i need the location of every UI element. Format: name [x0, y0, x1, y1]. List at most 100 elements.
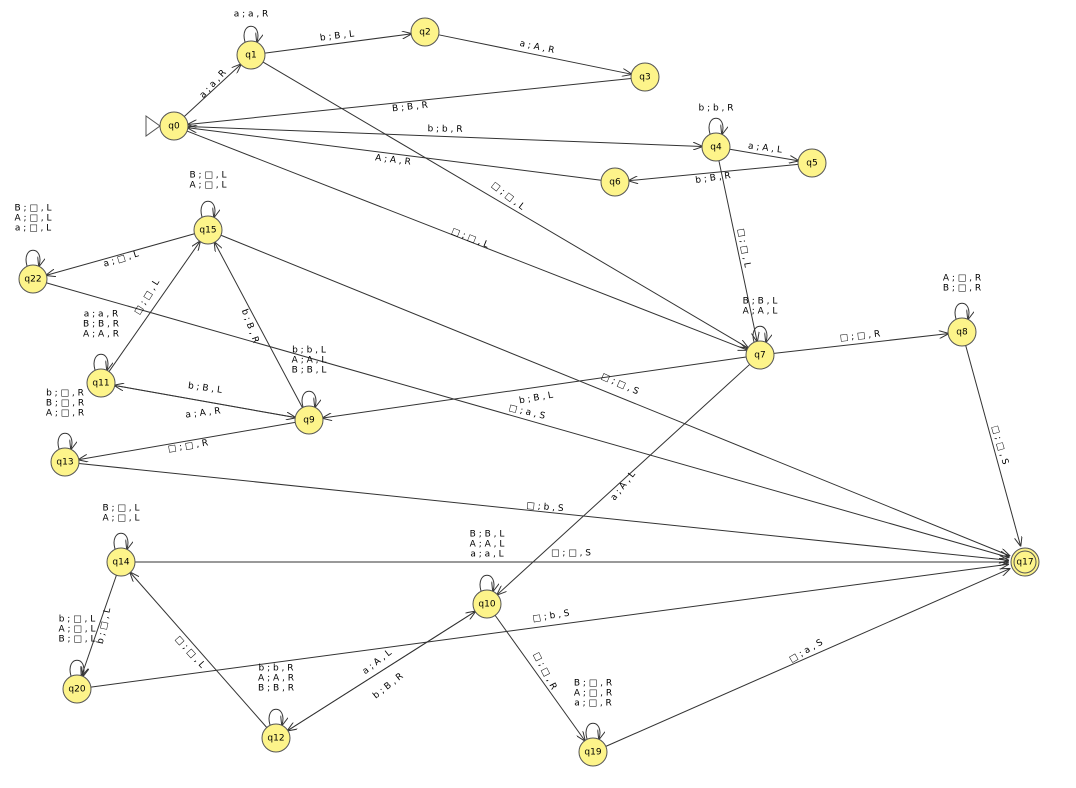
edge-labels-q4-q5: a ; A , L [747, 141, 782, 155]
state-q22[interactable]: q22 [18, 264, 48, 294]
transition-q15-q17[interactable] [220, 234, 1009, 555]
state-q19[interactable]: q19 [578, 737, 608, 767]
transition-q12-q10[interactable] [287, 612, 475, 731]
state-q11[interactable]: q11 [86, 368, 116, 398]
transition-q5-q6[interactable] [629, 163, 799, 180]
transition-q7-q9[interactable] [323, 356, 747, 418]
transition-label: B ; B , R [392, 101, 429, 115]
state-circle[interactable] [62, 674, 92, 704]
transition-q22-q17[interactable] [46, 282, 1008, 557]
state-q2[interactable]: q2 [410, 17, 440, 47]
transition-q0-q1[interactable] [183, 64, 240, 117]
self-loop-q9[interactable] [301, 390, 316, 407]
state-circle[interactable] [410, 17, 440, 47]
state-label: q14 [112, 558, 129, 568]
state-circle[interactable] [947, 317, 977, 347]
state-q5[interactable]: q5 [797, 148, 827, 178]
state-circle[interactable] [630, 62, 660, 92]
state-label: q2 [419, 28, 430, 38]
state-circle[interactable] [472, 589, 502, 619]
transition-q9-q15[interactable] [215, 242, 303, 408]
transition-q12-q14[interactable] [130, 573, 268, 728]
state-q10[interactable]: q10 [472, 589, 502, 619]
transition-q0-q4[interactable] [187, 126, 702, 147]
transition-q8-q17[interactable] [965, 345, 1021, 546]
state-circle[interactable] [261, 723, 291, 753]
state-circle[interactable] [193, 215, 223, 245]
state-q14[interactable]: q14 [106, 547, 136, 577]
transition-label: b ; B , R [371, 672, 405, 702]
state-circle[interactable] [106, 547, 136, 577]
self-loop-q20[interactable] [69, 659, 84, 676]
self-loop-q10[interactable] [479, 574, 494, 591]
state-q8[interactable]: q8 [947, 317, 977, 347]
transition-label: □ ; □ , S [551, 549, 591, 559]
state-label: q17 [1016, 558, 1033, 568]
state-circle[interactable] [50, 447, 80, 477]
state-q7[interactable]: q7 [745, 340, 775, 370]
self-loop-q4[interactable] [708, 117, 723, 134]
state-circle[interactable] [236, 40, 266, 70]
state-q20[interactable]: q20 [62, 674, 92, 704]
state-circle[interactable] [701, 132, 731, 162]
self-loop-q19[interactable] [585, 722, 600, 739]
transition-q4-q5[interactable] [729, 148, 798, 160]
transition-q4-q7[interactable] [718, 160, 757, 342]
state-circle[interactable] [1010, 547, 1040, 577]
state-q3[interactable]: q3 [630, 62, 660, 92]
transition-q3-q0[interactable] [188, 77, 632, 124]
transition-q11-q15[interactable] [108, 241, 200, 372]
transition-q14-q20[interactable] [82, 575, 117, 676]
transition-label: a ; □ , R [574, 699, 612, 709]
transition-q10-q19[interactable] [494, 615, 585, 740]
transition-q13-q17[interactable] [78, 462, 1008, 560]
transition-q1-q7[interactable] [262, 61, 748, 348]
state-circle[interactable] [18, 264, 48, 294]
transition-q20-q17[interactable] [90, 564, 1008, 688]
state-label: q15 [199, 226, 216, 236]
transition-label: B ; □ , R [574, 679, 612, 689]
transition-label: B ; □ , L [14, 204, 51, 214]
state-q4[interactable]: q4 [701, 132, 731, 162]
transition-q1-q2[interactable] [264, 34, 411, 54]
transition-q7-q8[interactable] [773, 334, 948, 354]
edge-labels-q8-q17: □ ; □ , S [989, 425, 1010, 467]
transition-q11-q9[interactable] [114, 384, 295, 417]
transition-q0-q7[interactable] [186, 130, 747, 350]
state-q12[interactable]: q12 [261, 723, 291, 753]
state-circle[interactable] [745, 340, 775, 370]
state-circle[interactable] [86, 368, 116, 398]
self-loop-q13[interactable] [57, 432, 72, 449]
edge-labels-q1-q7: □ ; □ , L [489, 180, 526, 212]
state-circle[interactable] [294, 405, 324, 435]
state-circle[interactable] [159, 111, 189, 141]
state-q9[interactable]: q9 [294, 405, 324, 435]
transition-q6-q0[interactable] [188, 128, 602, 181]
state-q1[interactable]: q1 [236, 40, 266, 70]
transition-q15-q22[interactable] [46, 233, 195, 275]
self-loop-q22[interactable] [25, 249, 40, 266]
state-q15[interactable]: q15 [193, 215, 223, 245]
self-loop-q8[interactable] [954, 302, 969, 319]
transition-q2-q3[interactable] [438, 34, 632, 74]
self-loop-q11[interactable] [93, 353, 108, 370]
transition-q9-q13[interactable] [79, 421, 296, 459]
self-loop-q15[interactable] [200, 200, 215, 217]
transition-q7-q10[interactable] [497, 364, 750, 594]
state-q0[interactable]: q0 [159, 111, 189, 141]
transition-label: A ; A , L [292, 356, 327, 366]
state-circle[interactable] [578, 737, 608, 767]
transition-q19-q17[interactable] [605, 569, 1010, 747]
state-q17[interactable]: q17 [1010, 547, 1040, 577]
self-loop-q7[interactable] [752, 325, 767, 342]
self-loop-q1[interactable] [243, 25, 258, 42]
self-loop-q12[interactable] [268, 708, 283, 725]
transition-label: a ; □ , L [15, 224, 51, 234]
self-loop-q14[interactable] [113, 532, 128, 549]
state-circle[interactable] [797, 148, 827, 178]
state-q6[interactable]: q6 [600, 167, 630, 197]
state-q13[interactable]: q13 [50, 447, 80, 477]
transition-label: □ ; □ , L [133, 278, 162, 317]
state-circle[interactable] [600, 167, 630, 197]
